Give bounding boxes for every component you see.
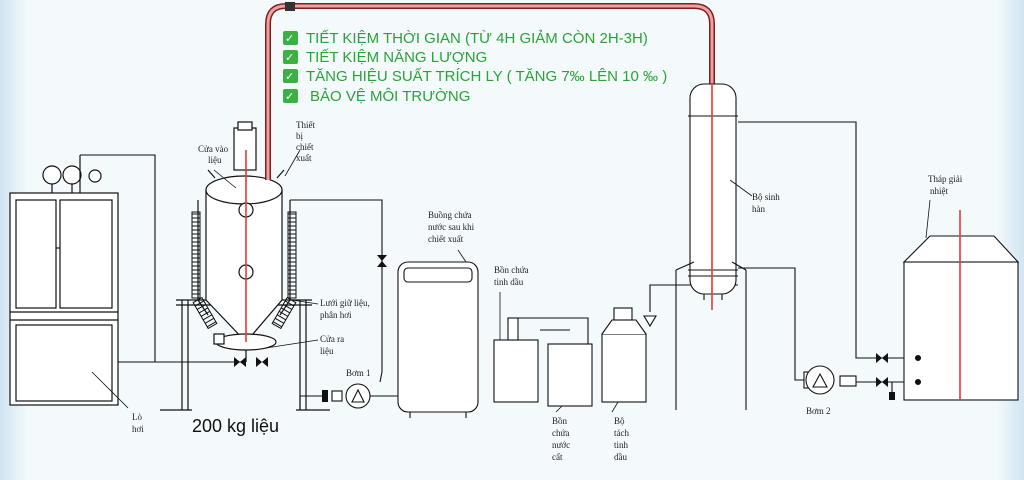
label-discharge: Cửa ra xyxy=(320,334,344,344)
label-extractor: bị xyxy=(296,131,304,141)
label-water-chamber: nước sau khi xyxy=(428,222,475,232)
label-cooling-tower: Tháp giải xyxy=(928,174,963,184)
pump-1 xyxy=(331,383,371,409)
label-extractor: Thiết xyxy=(296,120,315,130)
label-discharge: liệu xyxy=(320,346,334,356)
label-separator: tinh xyxy=(614,440,629,450)
label-condenser: hàn xyxy=(752,204,765,214)
connection-pipes xyxy=(80,121,905,410)
label-boiler: hơi xyxy=(132,424,144,434)
check-icon-glyph: ✓ xyxy=(285,51,294,64)
vapor-pipe xyxy=(245,2,715,342)
label-distilled-water-tank: Bồn xyxy=(552,416,568,426)
label-separator: tách xyxy=(614,428,629,438)
extractor-vessel xyxy=(197,121,291,362)
benefit-list: ✓ TIẾT KIỆM THỜI GIAN (TỪ 4H GIẢM CÒN 2H… xyxy=(283,30,667,105)
check-icon-glyph: ✓ xyxy=(285,32,294,45)
label-water-chamber: chiết xuất xyxy=(428,234,464,244)
label-leaders xyxy=(91,149,931,409)
label-condenser: Bộ sinh xyxy=(752,192,780,202)
oil-tanks xyxy=(493,307,657,407)
boiler xyxy=(9,155,119,406)
benefit-item: TĂNG HIỆU SUẤT TRÍCH LY ( TĂNG 7‰ LÊN 10… xyxy=(306,68,667,85)
component-labels: Cửa vào liệu Thiết bị chiết xuất Buồng c… xyxy=(132,120,963,462)
check-icon xyxy=(283,50,298,64)
heating-jacket-coils xyxy=(191,211,297,330)
cooling-tower xyxy=(902,210,1020,401)
label-water-chamber: Buồng chứa xyxy=(428,210,472,220)
valves xyxy=(234,255,895,402)
label-distilled-water-tank: chứa xyxy=(552,428,569,438)
check-icon xyxy=(283,69,298,83)
pump-2 xyxy=(803,365,857,395)
label-oil-tank: Bồn chứa xyxy=(494,265,529,275)
label-pump-2: Bơm 2 xyxy=(806,406,831,416)
label-extractor: chiết xyxy=(296,142,314,152)
label-pump-1: Bơm 1 xyxy=(346,368,371,378)
label-boiler: Lò xyxy=(132,412,142,422)
check-icon-glyph: ✓ xyxy=(285,70,294,83)
label-oil-tank: tinh dầu xyxy=(494,277,524,287)
water-chamber xyxy=(397,261,479,418)
label-separator: dầu xyxy=(614,452,627,462)
label-grate: Lưới giữ liệu, xyxy=(320,298,370,308)
benefit-item: BẢO VỆ MÔI TRƯỜNG xyxy=(310,88,470,105)
capacity-label: 200 kg liệu xyxy=(192,416,279,436)
label-extractor: xuất xyxy=(296,153,312,163)
label-cooling-tower: nhiệt xyxy=(930,186,948,196)
check-icon-glyph: ✓ xyxy=(285,90,294,103)
label-feed-inlet: Cửa vào xyxy=(198,144,229,154)
benefit-item: TIẾT KIỆM NĂNG LƯỢNG xyxy=(306,49,487,66)
label-distilled-water-tank: nước xyxy=(552,440,570,450)
label-leader xyxy=(555,405,563,413)
label-separator: Bộ xyxy=(614,416,625,426)
label-distilled-water-tank: cất xyxy=(552,452,563,462)
benefit-item: TIẾT KIỆM THỜI GIAN (TỪ 4H GIẢM CÒN 2H-3… xyxy=(306,30,648,47)
label-feed-inlet: liệu xyxy=(208,155,222,165)
condenser-column xyxy=(675,83,747,410)
check-icon xyxy=(283,89,298,103)
label-leader xyxy=(611,401,619,413)
label-grate: phân hơi xyxy=(320,310,352,320)
check-icon xyxy=(283,31,298,45)
